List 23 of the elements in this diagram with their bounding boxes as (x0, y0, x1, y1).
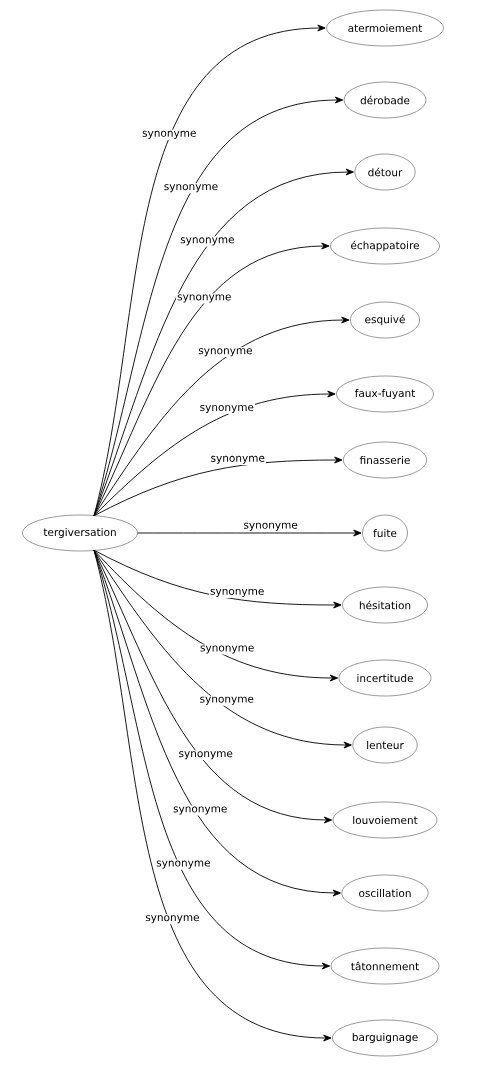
arrow (93, 242, 330, 517)
edge-label: synonyme (176, 293, 233, 304)
arrow (93, 456, 343, 517)
edge-label: synonyme (177, 750, 234, 761)
edge-label: synonyme (209, 587, 266, 598)
edge-label: synonyme (197, 347, 254, 358)
arrow (93, 549, 339, 682)
edge-label: synonyme (162, 183, 220, 194)
arrow (93, 549, 342, 609)
edge-label: synonyme (144, 914, 201, 925)
arrow (93, 390, 336, 517)
edge-label: synonyme (155, 859, 212, 870)
edge-label: synonyme (141, 129, 198, 140)
edge-label: synonyme (198, 695, 255, 706)
edge-label: synonyme (198, 404, 255, 415)
edge-label: synonyme (172, 805, 229, 816)
edge-label: synonyme (209, 454, 266, 465)
edge-label: synonyme (199, 644, 256, 655)
arrow (93, 549, 352, 749)
arrow (137, 529, 362, 537)
arrow (93, 549, 341, 897)
edge-label: synonyme (242, 521, 299, 532)
edge-label: synonyme (179, 236, 236, 247)
